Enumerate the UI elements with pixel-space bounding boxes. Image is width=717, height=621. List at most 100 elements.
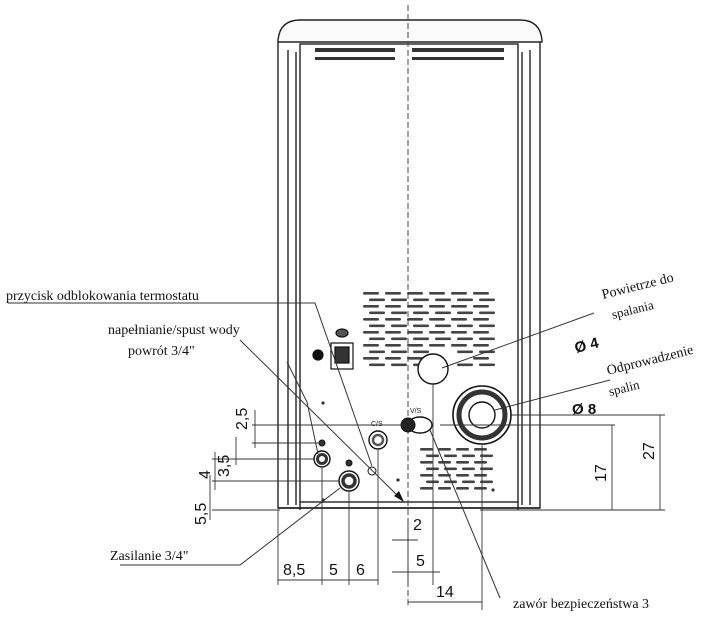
vent-slot: [369, 363, 385, 367]
vent-slot: [407, 292, 423, 295]
dim-left-4: 5,5: [193, 503, 210, 525]
vent-slot: [473, 305, 489, 308]
label-supply: Zasilanie 3/4": [110, 549, 188, 564]
vent-slot: [462, 467, 475, 471]
vent-slot: [363, 331, 379, 334]
vent-slot: [369, 311, 385, 315]
vent-slot: [457, 337, 473, 341]
vent-slot: [438, 448, 451, 451]
vent-slot: [444, 480, 457, 484]
vent-slot: [369, 337, 385, 341]
vent-slot: [473, 292, 489, 295]
vent-slot: [457, 324, 473, 328]
vent-slot: [435, 324, 451, 328]
vent-slot: [456, 487, 469, 490]
label-flue-diameter: Ø 8: [572, 401, 596, 418]
vent-slot: [462, 480, 475, 484]
vent-slot: [413, 337, 429, 341]
dim-bottom-3: 6: [356, 562, 365, 579]
vent-slot: [451, 318, 467, 321]
vent-slot: [479, 337, 495, 341]
vent-slot: [480, 480, 493, 484]
vent-slot: [413, 350, 429, 354]
vent-slot: [480, 454, 493, 458]
vent-slot: [420, 487, 433, 490]
vent-slot: [426, 467, 439, 471]
vent-slot: [391, 350, 407, 354]
vent-slot: [435, 298, 451, 302]
dim-left-2: 3,5: [216, 455, 233, 477]
dim-right-2: 27: [641, 442, 658, 460]
label-fill-drain: napełnianie/spust wody: [108, 323, 240, 338]
vent-slot: [363, 318, 379, 321]
dim-bottom-6: 14: [436, 584, 454, 601]
vent-slot: [407, 331, 423, 334]
vent-slot: [420, 461, 433, 464]
dim-bottom-4: 2: [413, 517, 422, 534]
vent-slot: [391, 363, 407, 367]
top-vents: [315, 48, 504, 60]
supply-pipe: [338, 459, 360, 492]
label-flue-line1: Odprowadzenie: [605, 343, 695, 379]
vent-slot: [407, 344, 423, 347]
vent-slot: [363, 292, 379, 295]
vent-slot: [363, 305, 379, 308]
vent-slot: [457, 350, 473, 354]
air-intake-pipe: [417, 353, 449, 385]
vent-slot: [479, 311, 495, 315]
vent-slot: [479, 324, 495, 328]
vent-slot: [456, 474, 469, 477]
leader-lines: [8, 302, 611, 599]
dim-left-1: 2,5: [234, 408, 251, 430]
vent-slot: [457, 311, 473, 315]
vent-slot: [385, 331, 401, 334]
vent-slot: [474, 474, 487, 477]
vent-slot: [385, 344, 401, 347]
vent-slot: [413, 311, 429, 315]
vent-slot: [429, 344, 445, 347]
vent-slot: [451, 331, 467, 334]
safety-valve-fitting: [400, 416, 433, 434]
vent-slot: [474, 461, 487, 464]
vent-slot: [385, 305, 401, 308]
rear-vent-grid: [363, 292, 495, 490]
label-return: powrót 3/4": [128, 344, 195, 359]
dim-bottom-5: 5: [416, 553, 425, 570]
boiler-outline: [277, 19, 543, 510]
label-air-line1: Powietrze do: [600, 271, 675, 303]
vent-slot: [420, 448, 433, 451]
vent-slot: [435, 337, 451, 341]
vent-slot: [444, 467, 457, 471]
vent-slot: [385, 318, 401, 321]
fitting-code-right: V/S: [410, 408, 422, 415]
vent-slot: [457, 298, 473, 302]
vent-slot: [429, 305, 445, 308]
vent-slot: [479, 363, 495, 367]
vent-slot: [474, 448, 487, 451]
vent-slot: [473, 331, 489, 334]
dim-right-1: 17: [593, 464, 610, 482]
vent-slot: [413, 324, 429, 328]
vent-slot: [473, 344, 489, 347]
flue-outlet-pipe: [452, 385, 512, 445]
label-air-diameter: Ø 4: [573, 334, 601, 357]
vent-slot: [451, 292, 467, 295]
label-air-line2: spalania: [610, 297, 655, 322]
vent-slot: [426, 454, 439, 458]
vent-slot: [420, 474, 433, 477]
vent-slot: [456, 448, 469, 451]
vent-slot: [391, 337, 407, 341]
vent-slot: [369, 298, 385, 302]
vent-slot: [456, 461, 469, 464]
dimension-lines: [209, 384, 665, 610]
label-safety-valve: zawór bezpieczeństwa 3: [513, 597, 649, 612]
vent-slot: [474, 487, 487, 490]
dim-bottom-1: 8,5: [283, 562, 305, 579]
vent-slot: [391, 311, 407, 315]
vent-slot: [369, 324, 385, 328]
vent-slot: [413, 298, 429, 302]
vent-slot: [451, 344, 467, 347]
vent-slot: [391, 324, 407, 328]
vent-slot: [480, 467, 493, 471]
vent-slot: [369, 350, 385, 354]
